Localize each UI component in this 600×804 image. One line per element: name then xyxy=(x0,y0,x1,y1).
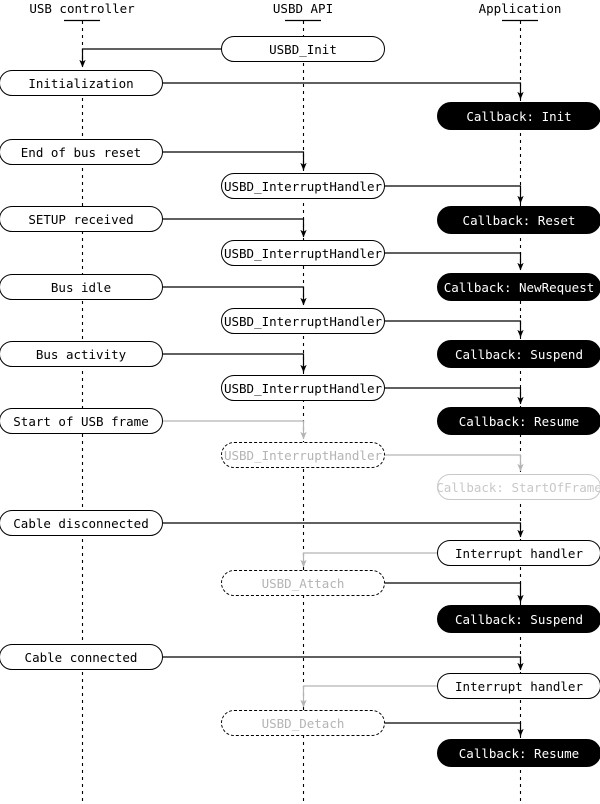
node-label: Callback: Resume xyxy=(458,413,580,429)
node-label: Callback: Suspend xyxy=(455,346,583,362)
lifeline-title-application: Application xyxy=(478,1,562,16)
node-label: USBD_InterruptHandler xyxy=(223,380,383,396)
node-callback-suspend-2[interactable]: Callback: Suspend xyxy=(437,605,600,633)
node-label: USBD_Attach xyxy=(261,575,345,591)
node-label: USBD_InterruptHandler xyxy=(223,313,383,329)
node-label: Callback: NewRequest xyxy=(443,279,595,295)
messages-ghost xyxy=(163,420,524,708)
msg-interrupt-handler-1-to-usbd-attach xyxy=(300,552,437,568)
node-label: Callback: StartOfFrame xyxy=(436,479,600,495)
node-usbd-interrupthandler-5[interactable]: USBD_InterruptHandler xyxy=(221,442,385,468)
node-label: Interrupt handler xyxy=(455,678,583,694)
msg-start-of-usb-frame-to-irq5 xyxy=(163,420,307,440)
msg-irq5-to-callback-startofframe xyxy=(385,454,524,472)
lifeline-title-usb-controller: USB controller xyxy=(29,1,135,16)
node-interrupt-handler-1[interactable]: Interrupt handler xyxy=(437,540,600,566)
msg-bus-activity-to-irq4 xyxy=(163,353,307,373)
lifeline-title-usbd-api: USBD API xyxy=(272,1,334,16)
node-label: USBD_InterruptHandler xyxy=(223,447,383,463)
node-label: Start of USB frame xyxy=(13,413,149,429)
msg-bus-idle-to-irq3 xyxy=(163,286,307,306)
node-usbd-interrupthandler-2[interactable]: USBD_InterruptHandler xyxy=(221,240,385,266)
msg-irq3-to-callback-suspend xyxy=(385,320,524,338)
node-callback-newrequest[interactable]: Callback: NewRequest xyxy=(437,273,600,301)
node-start-of-usb-frame[interactable]: Start of USB frame xyxy=(0,408,163,434)
msg-usbd-detach-to-callback-resume-2 xyxy=(385,722,524,737)
node-setup-received[interactable]: SETUP received xyxy=(0,206,163,232)
node-cable-connected[interactable]: Cable connected xyxy=(0,644,163,670)
node-callback-resume-1[interactable]: Callback: Resume xyxy=(437,407,600,435)
msg-usbd-init-to-initialization xyxy=(79,48,221,68)
node-label: SETUP received xyxy=(28,211,134,227)
node-usbd-interrupthandler-3[interactable]: USBD_InterruptHandler xyxy=(221,308,385,334)
msg-cable-disconnected-to-interrupt-handler-1 xyxy=(163,522,524,538)
msg-interrupt-handler-2-to-usbd-detach xyxy=(300,685,437,708)
msg-setup-received-to-irq2 xyxy=(163,218,307,238)
node-label: End of bus reset xyxy=(20,144,142,160)
node-usbd-interrupthandler-1[interactable]: USBD_InterruptHandler xyxy=(221,173,385,199)
msg-cable-connected-to-interrupt-handler-2 xyxy=(163,656,524,671)
node-bus-activity[interactable]: Bus activity xyxy=(0,341,163,367)
node-label: Callback: Reset xyxy=(462,212,576,228)
node-label: Initialization xyxy=(28,75,134,91)
node-callback-init[interactable]: Callback: Init xyxy=(437,102,600,130)
node-callback-startofframe[interactable]: Callback: StartOfFrame xyxy=(436,474,600,500)
node-end-of-bus-reset[interactable]: End of bus reset xyxy=(0,139,163,165)
node-cable-disconnected[interactable]: Cable disconnected xyxy=(0,510,163,536)
node-label: Interrupt handler xyxy=(455,545,583,561)
node-initialization[interactable]: Initialization xyxy=(0,70,163,96)
node-label: Callback: Init xyxy=(466,108,572,124)
node-label: USBD_InterruptHandler xyxy=(223,245,383,261)
node-label: Bus activity xyxy=(35,346,127,362)
node-label: USBD_Init xyxy=(269,41,337,57)
node-callback-resume-2[interactable]: Callback: Resume xyxy=(437,739,600,767)
msg-end-of-bus-reset-to-irq1 xyxy=(163,151,307,171)
node-callback-reset[interactable]: Callback: Reset xyxy=(437,206,600,234)
node-usbd-detach[interactable]: USBD_Detach xyxy=(221,710,385,736)
node-usbd-attach[interactable]: USBD_Attach xyxy=(221,570,385,596)
node-label: Callback: Suspend xyxy=(455,611,583,627)
node-label: Callback: Resume xyxy=(458,745,580,761)
node-label: USBD_Detach xyxy=(261,715,345,731)
node-usbd-interrupthandler-4[interactable]: USBD_InterruptHandler xyxy=(221,375,385,401)
node-bus-idle[interactable]: Bus idle xyxy=(0,274,163,300)
node-label: USBD_InterruptHandler xyxy=(223,178,383,194)
node-label: Cable disconnected xyxy=(13,515,149,531)
msg-initialization-to-callback-init xyxy=(163,82,524,100)
msg-irq1-to-callback-reset xyxy=(385,185,524,204)
msg-usbd-attach-to-callback-suspend-2 xyxy=(385,582,524,603)
messages-solid xyxy=(79,48,524,737)
node-callback-suspend-1[interactable]: Callback: Suspend xyxy=(437,340,600,368)
msg-irq2-to-callback-newrequest xyxy=(385,252,524,271)
node-interrupt-handler-2[interactable]: Interrupt handler xyxy=(437,673,600,699)
node-label: Bus idle xyxy=(50,279,112,295)
node-usbd-init[interactable]: USBD_Init xyxy=(221,36,385,62)
msg-irq4-to-callback-resume xyxy=(385,387,524,405)
node-label: Cable connected xyxy=(24,649,138,665)
